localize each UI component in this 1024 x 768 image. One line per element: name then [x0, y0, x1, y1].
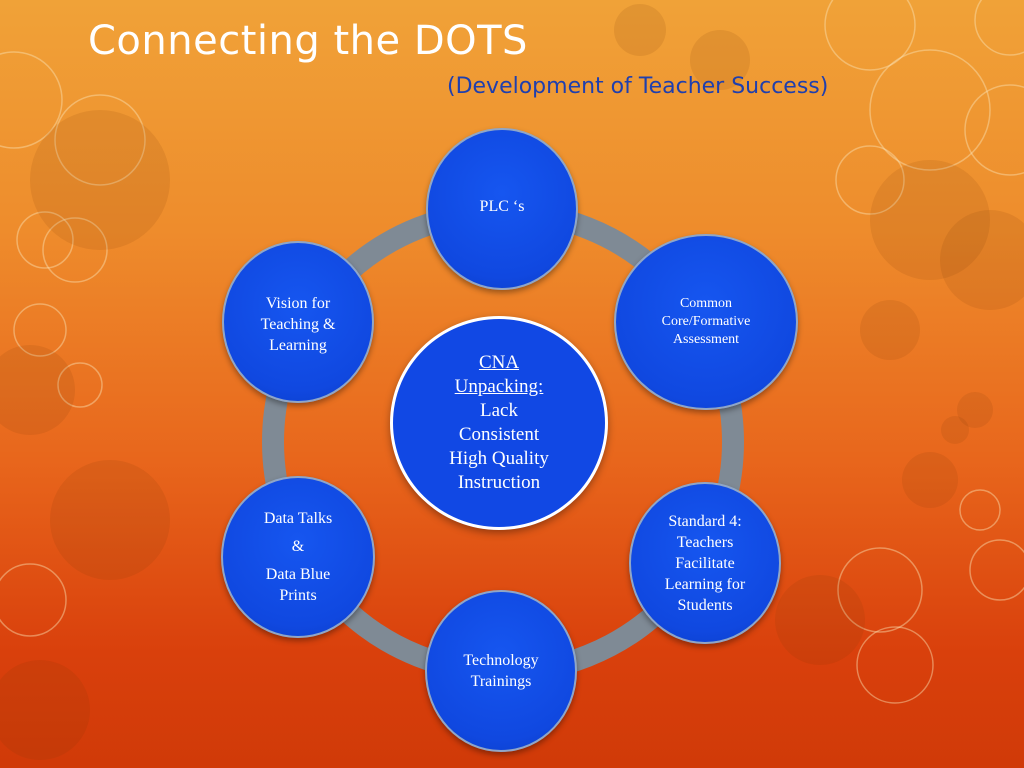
node-label: Teaching &: [260, 316, 336, 333]
node-plc: PLC ‘s: [426, 128, 578, 290]
node-label: Learning for: [664, 575, 746, 593]
center-heading-line: CNA: [478, 352, 520, 373]
node-label: Trainings: [470, 673, 532, 690]
node-label: Learning: [269, 337, 327, 354]
node-label: Data Talks: [263, 510, 333, 527]
center-body-line: High Quality: [449, 448, 549, 469]
node-label: Standard 4:: [668, 512, 742, 530]
center-body-line: Instruction: [457, 472, 541, 493]
node-label: PLC ‘s: [479, 198, 525, 215]
page-subtitle: (Development of Teacher Success): [447, 74, 829, 99]
node-label: Students: [677, 596, 733, 614]
node-label: Assessment: [672, 332, 740, 347]
node-label: Core/Formative: [661, 314, 751, 329]
node-label: Common: [679, 296, 733, 311]
node-standard-4: Standard 4: Teachers Facilitate Learning…: [629, 482, 781, 644]
node-label: Technology: [463, 652, 539, 669]
center-node-cna: CNA Unpacking: Lack Consistent High Qual…: [390, 316, 608, 530]
node-label: Facilitate: [675, 554, 735, 572]
page-title: Connecting the DOTS: [88, 18, 528, 64]
center-heading-line: Unpacking:: [454, 376, 544, 397]
node-label: Teachers: [676, 533, 734, 551]
node-data-talks: Data Talks & Data Blue Prints: [221, 476, 375, 638]
node-vision: Vision for Teaching & Learning: [222, 241, 374, 403]
node-label: Prints: [279, 587, 317, 604]
center-body-line: Lack: [480, 400, 518, 421]
node-technology: Technology Trainings: [425, 590, 577, 752]
node-label: Vision for: [265, 295, 331, 312]
node-common-core: Common Core/Formative Assessment: [614, 234, 798, 410]
node-label: Data Blue: [265, 566, 331, 583]
center-body-line: Consistent: [458, 424, 540, 445]
node-label: &: [291, 538, 305, 555]
